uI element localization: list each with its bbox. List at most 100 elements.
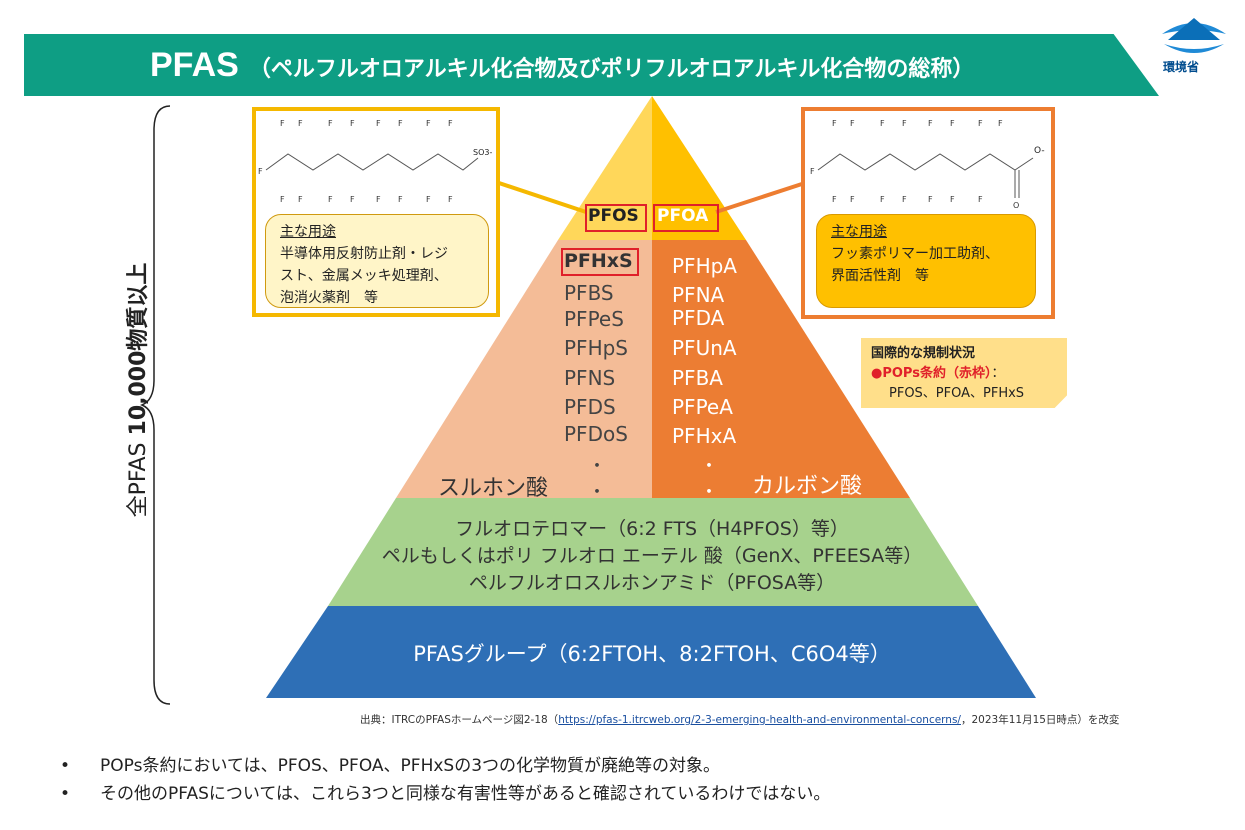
regulation-bullet: ● xyxy=(871,366,883,381)
bullet-mark: • xyxy=(60,756,71,776)
source-citation: 出典：ITRCのPFASホームページ図2-18（https://pfas-1.i… xyxy=(360,712,1119,727)
carboxylic-item: PFUnA xyxy=(672,336,737,360)
regulation-colon: ： xyxy=(991,366,1005,381)
pfoa-usage-line: フッ素ポリマー加工助剤、 xyxy=(831,246,999,262)
svg-text:F: F xyxy=(376,195,381,204)
pyramid-group-band xyxy=(266,606,1036,698)
summary-bullets: • POPs条約においては、PFOS、PFOA、PFHxSの3つの化学物質が廃絶等… xyxy=(60,752,830,808)
pfos-usage-line: 半導体用反射防止剤・レジ xyxy=(280,246,448,262)
source-prefix: 出典：ITRCのPFASホームページ図2-18（ xyxy=(360,714,559,726)
pyramid-sulfonic-band xyxy=(396,240,652,498)
carboxylic-ellipsis: ・ xyxy=(700,482,718,503)
svg-text:F: F xyxy=(978,119,983,128)
sulfonic-item: PFDoS xyxy=(564,422,628,446)
pfos-highlight xyxy=(585,204,647,232)
regulation-items: PFOS、PFOA、PFHxS xyxy=(889,386,1025,401)
regulation-pops: POPs条約（赤枠） xyxy=(882,366,992,381)
carboxylic-item: PFHxA xyxy=(672,424,737,448)
fluoro-line: フルオロテロマー（6:2 FTS（H4PFOS）等） xyxy=(455,518,849,540)
svg-text:F: F xyxy=(328,119,333,128)
svg-text:F: F xyxy=(902,119,907,128)
carboxylic-item: PFPeA xyxy=(672,395,733,419)
pfoa-highlight xyxy=(653,204,719,232)
svg-text:F: F xyxy=(426,195,431,204)
svg-text:F: F xyxy=(880,119,885,128)
svg-text:F: F xyxy=(328,195,333,204)
svg-text:F: F xyxy=(832,119,837,128)
pfos-usage-line: 泡消火薬剤 等 xyxy=(280,290,378,306)
pyramid-carboxylic-band xyxy=(652,240,910,498)
sulfonic-label: スルホン酸 xyxy=(438,476,549,501)
pfos-label: PFOS xyxy=(588,206,639,226)
svg-text:F: F xyxy=(426,119,431,128)
pfhxs-highlight xyxy=(561,248,639,276)
sulfonic-item: PFHpS xyxy=(564,336,628,360)
title-sub: （ペルフルオロアルキル化合物及びポリフルオロアルキル化合物の総称） xyxy=(248,57,975,82)
fluoro-line: ペルフルオロスルホンアミド（PFOSA等） xyxy=(468,572,836,594)
pfoa-usage-line: 界面活性剤 等 xyxy=(831,268,929,284)
ministry-logo-icon xyxy=(1162,18,1226,53)
svg-text:F: F xyxy=(398,119,403,128)
sulfonic-ellipsis: ・ xyxy=(588,456,606,477)
pfos-usage-heading: 主な用途 xyxy=(280,224,336,240)
regulation-note: 国際的な規制状況 ●POPs条約（赤枠）： PFOS、PFOA、PFHxS xyxy=(861,338,1067,408)
fluoro-line: ペルもしくはポリ フルオロ エーテル 酸（GenX、PFEESA等） xyxy=(381,545,923,567)
group-line: PFASグループ（6:2FTOH、8:2FTOH、C6O4等） xyxy=(413,642,891,666)
source-link[interactable]: https://pfas-1.itrcweb.org/2-3-emerging-… xyxy=(558,714,961,726)
svg-text:F: F xyxy=(950,195,955,204)
svg-text:F: F xyxy=(832,195,837,204)
carboxylic-item: PFHpA xyxy=(672,254,737,278)
svg-text:F: F xyxy=(928,195,933,204)
sulfonic-ellipsis: ・ xyxy=(588,482,606,503)
svg-text:F: F xyxy=(298,119,303,128)
sulfonic-item: PFHxS xyxy=(564,250,633,272)
pfos-usage-line: スト、金属メッキ処理剤、 xyxy=(280,268,448,284)
bullet-text: POPs条約においては、PFOS、PFOA、PFHxSの3つの化学物質が廃絶等の… xyxy=(100,756,721,776)
title-main: PFAS xyxy=(150,46,239,84)
sulfonic-item: PFNS xyxy=(564,366,616,390)
regulation-title: 国際的な規制状況 xyxy=(871,346,976,361)
svg-text:F: F xyxy=(978,195,983,204)
sulfonic-item: PFPeS xyxy=(564,307,624,331)
bullet-row: • POPs条約においては、PFOS、PFOA、PFHxSの3つの化学物質が廃絶等… xyxy=(60,752,830,780)
carboxylic-item: PFDA xyxy=(672,306,725,330)
sulfonic-item: PFDS xyxy=(564,395,616,419)
svg-text:F: F xyxy=(350,119,355,128)
svg-text:F: F xyxy=(850,195,855,204)
svg-text:F: F xyxy=(350,195,355,204)
source-suffix: ，2023年11月15日時点）を改変 xyxy=(960,714,1120,726)
svg-text:F: F xyxy=(448,195,453,204)
bullet-row: • その他のPFASについては、これら3つと同様な有害性等があると確認されているわ… xyxy=(60,780,830,808)
pfos-usage-box: 主な用途 半導体用反射防止剤・レジ スト、金属メッキ処理剤、 泡消火薬剤 等 xyxy=(265,214,489,308)
svg-text:F: F xyxy=(298,195,303,204)
svg-text:F: F xyxy=(880,195,885,204)
bullet-mark: • xyxy=(60,784,71,804)
connector-left xyxy=(489,178,587,214)
pfos-formula-tail: SO3- xyxy=(473,148,493,157)
svg-text:O: O xyxy=(1013,201,1019,210)
pfoa-usage-heading: 主な用途 xyxy=(831,224,887,240)
svg-text:F: F xyxy=(376,119,381,128)
pfoa-structure-icon: F F F F F F F F F F F F F F F F O xyxy=(810,119,1034,210)
svg-text:F: F xyxy=(810,167,815,176)
brace-icon xyxy=(140,105,171,705)
pfoa-usage-box: 主な用途 フッ素ポリマー加工助剤、 界面活性剤 等 xyxy=(816,214,1036,308)
svg-text:F: F xyxy=(398,195,403,204)
svg-text:F: F xyxy=(902,195,907,204)
svg-text:F: F xyxy=(998,119,1003,128)
title-bar xyxy=(24,34,1159,96)
bullet-text: その他のPFASについては、これら3つと同様な有害性等があると確認されているわけ… xyxy=(100,784,831,804)
pfoa-label: PFOA xyxy=(657,206,709,226)
carboxylic-ellipsis: ・ xyxy=(700,456,718,477)
logo-text: 環境省 xyxy=(1163,60,1200,74)
svg-text:F: F xyxy=(258,167,263,176)
carboxylic-item: PFBA xyxy=(672,366,723,390)
svg-text:F: F xyxy=(928,119,933,128)
svg-text:F: F xyxy=(950,119,955,128)
svg-text:F: F xyxy=(850,119,855,128)
connector-right xyxy=(715,180,809,214)
pyramid-fluoro-band xyxy=(328,498,978,606)
